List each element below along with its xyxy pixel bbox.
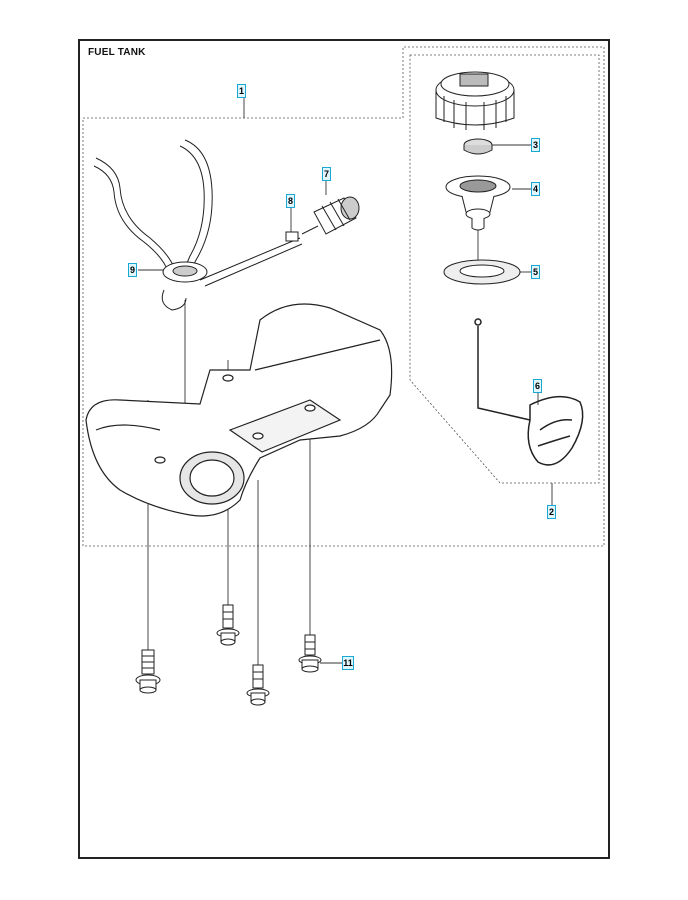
group-1-boundary: [82, 46, 605, 547]
callout-7: 7: [322, 167, 331, 181]
callout-9: 9: [128, 263, 137, 277]
callout-5: 5: [531, 265, 540, 279]
callout-1: 1: [237, 84, 246, 98]
fuel-hose-assembly: [93, 139, 303, 311]
fuel-cap: [435, 71, 515, 130]
fuel-tank-body: [85, 303, 393, 517]
screw-2: [216, 604, 240, 646]
group-2-boundary: [409, 54, 600, 484]
callout-6: 6: [533, 379, 542, 393]
callout-3: 3: [531, 138, 540, 152]
diagram-title: FUEL TANK: [88, 47, 146, 58]
callout-8: 8: [286, 194, 295, 208]
gasket-ring: [443, 259, 521, 285]
diagram-frame: [78, 39, 610, 859]
mounting-screws: [135, 604, 322, 706]
screw-1: [135, 649, 161, 694]
callout-11: 11: [342, 656, 354, 670]
fuel-pickup-filter: [301, 196, 360, 235]
hose-grommet: [162, 261, 208, 283]
fuel-filter-insert: [445, 175, 511, 231]
hose-clip: [285, 231, 299, 242]
callout-4: 4: [531, 182, 540, 196]
screw-3: [246, 664, 270, 706]
screw-11: [298, 634, 322, 673]
callout-2: 2: [547, 505, 556, 519]
cap-seal: [463, 138, 493, 155]
cap-retainer-strap: [474, 318, 584, 466]
